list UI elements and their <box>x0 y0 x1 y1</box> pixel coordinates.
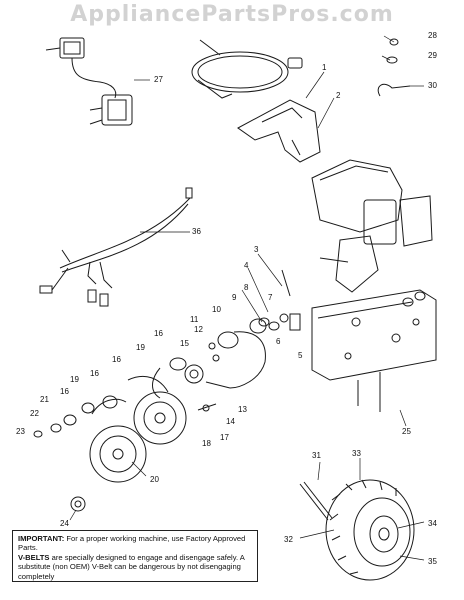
callout-16d: 16 <box>60 387 69 396</box>
callout-2: 2 <box>336 91 341 100</box>
frame-plate-part <box>311 289 437 412</box>
callout-21: 21 <box>40 395 49 404</box>
pulley-belt-assembly <box>152 318 267 399</box>
callout-7: 7 <box>268 293 273 302</box>
callout-18: 18 <box>202 439 211 448</box>
callout-35: 35 <box>428 557 437 566</box>
callout-28: 28 <box>428 31 437 40</box>
callout-30: 30 <box>428 81 437 90</box>
callout-36: 36 <box>192 227 201 236</box>
callout-10: 10 <box>212 305 221 314</box>
callout-25: 25 <box>402 427 411 436</box>
callout-5: 5 <box>298 351 303 360</box>
callout-24: 24 <box>60 519 69 528</box>
power-cord-part <box>191 39 303 99</box>
callout-34: 34 <box>428 519 437 528</box>
callout-11: 11 <box>190 315 199 324</box>
important-text: For a proper working machine, use Factor… <box>18 534 246 553</box>
callout-1: 1 <box>322 63 327 72</box>
axle-tire-assembly <box>299 479 415 581</box>
watermark: AppliancePartsPros.com <box>70 2 394 27</box>
vbelts-label: V-BELTS <box>18 552 50 562</box>
callout-4: 4 <box>244 261 249 270</box>
important-label: IMPORTANT: <box>18 534 65 543</box>
callout-19b: 19 <box>70 375 79 384</box>
callout-27: 27 <box>154 75 163 84</box>
important-notice: IMPORTANT: For a proper working machine,… <box>12 530 258 582</box>
callout-12: 12 <box>194 325 203 334</box>
hardware-parts <box>33 269 301 438</box>
callout-labels: 1 2 3 4 5 6 7 8 9 10 11 12 13 14 15 16 1… <box>16 31 437 566</box>
pulley-cover-part <box>237 99 321 163</box>
callout-13: 13 <box>238 405 247 414</box>
electric-starter-part <box>45 37 133 126</box>
wiring-harness-part <box>39 187 193 307</box>
callout-8: 8 <box>244 283 249 292</box>
callout-17: 17 <box>220 433 229 442</box>
engine-part <box>311 159 433 307</box>
callout-31: 31 <box>312 451 321 460</box>
callout-32: 32 <box>284 535 293 544</box>
callout-16b: 16 <box>112 355 121 364</box>
vbelts-text: are specially designed to engage and dis… <box>18 552 245 581</box>
callout-15: 15 <box>180 339 189 348</box>
callout-6: 6 <box>276 337 281 346</box>
callout-29: 29 <box>428 51 437 60</box>
callout-leaders <box>69 35 425 561</box>
callout-23: 23 <box>16 427 25 436</box>
auger-pulley-part <box>50 376 187 512</box>
callout-3: 3 <box>254 245 259 254</box>
callout-22: 22 <box>30 409 39 418</box>
callout-19a: 19 <box>136 343 145 352</box>
callout-16a: 16 <box>154 329 163 338</box>
callout-14: 14 <box>226 417 235 426</box>
callout-20: 20 <box>150 475 159 484</box>
callout-9: 9 <box>232 293 237 302</box>
callout-16c: 16 <box>90 369 99 378</box>
fastener-parts-top <box>377 38 411 97</box>
callout-33: 33 <box>352 449 361 458</box>
